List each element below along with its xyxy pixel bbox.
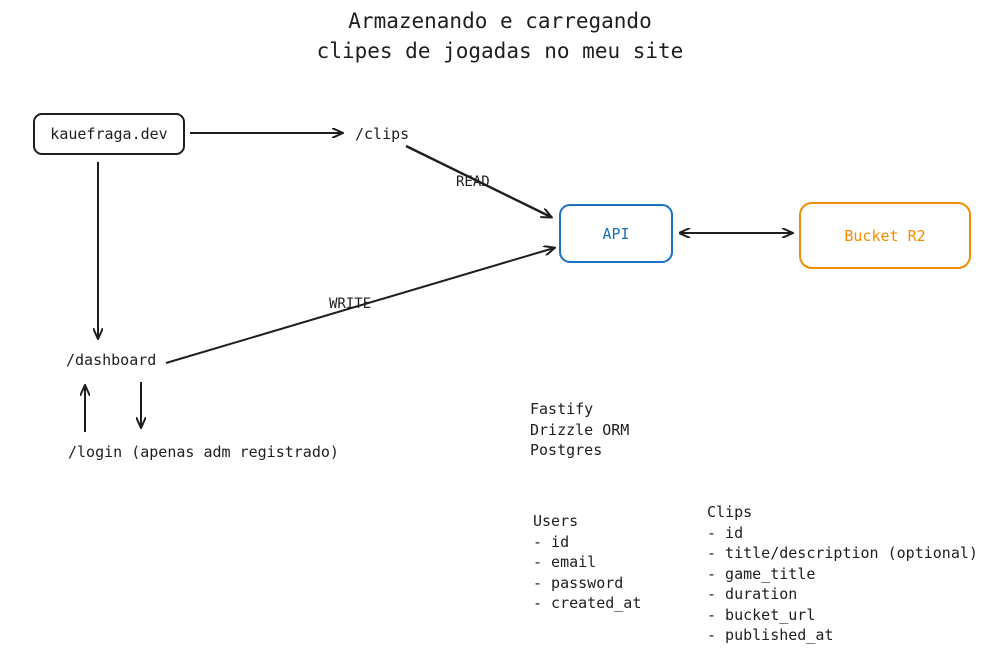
stack-item: Fastify	[530, 400, 594, 418]
api-box	[559, 204, 673, 263]
diagram-title-line-2: clipes de jogadas no meu site	[316, 39, 684, 63]
users-field: - email	[533, 553, 597, 571]
clips-field: - game_title	[707, 564, 816, 583]
clips-field: - bucket_url	[707, 605, 816, 624]
diagram-title-line-1: Armazenando e carregando	[348, 9, 652, 33]
site-box	[33, 113, 185, 155]
clips-table-name: Clips	[707, 503, 753, 521]
dashboard-route-label: /dashboard	[66, 351, 157, 369]
clips-field: - id	[707, 523, 744, 542]
users-field: - password	[533, 573, 624, 592]
clips-field: - duration	[707, 585, 798, 603]
clips-table-schema: Clips - id - title/description (optional…	[707, 502, 978, 646]
users-table-name: Users	[533, 512, 579, 530]
clips-route-label: /clips	[355, 125, 410, 143]
read-edge-label: READ	[456, 174, 490, 190]
login-route-label: /login (apenas adm registrado)	[68, 443, 339, 461]
tech-stack-list: Fastify Drizzle ORM Postgres	[530, 399, 629, 461]
arrow-dashboard-to-api-write	[165, 248, 554, 364]
write-edge-label: WRITE	[329, 296, 372, 312]
users-field: - id	[533, 532, 570, 551]
site-label: kauefraga.dev	[50, 125, 168, 143]
api-label: API	[602, 224, 630, 243]
arrow-clips-to-api-read	[405, 144, 551, 217]
clips-field: - published_at	[707, 626, 834, 644]
clips-field: - title/description (optional)	[707, 544, 978, 562]
bucket-box	[799, 202, 971, 269]
users-table-schema: Users - id - email - password - created_…	[533, 511, 641, 614]
stack-item: Drizzle ORM	[530, 420, 630, 439]
users-field: - created_at	[533, 594, 642, 612]
bucket-label: Bucket R2	[844, 226, 926, 245]
stack-item: Postgres	[530, 441, 603, 459]
